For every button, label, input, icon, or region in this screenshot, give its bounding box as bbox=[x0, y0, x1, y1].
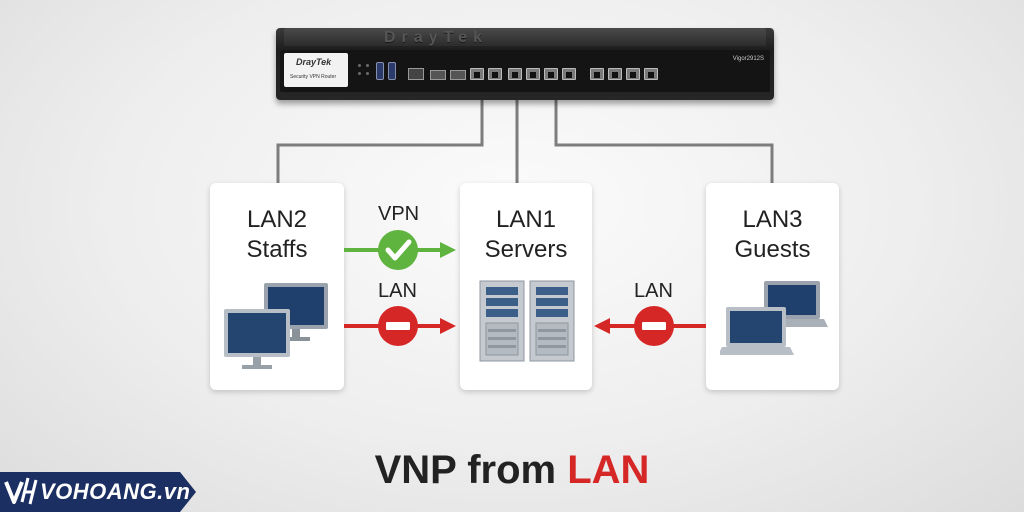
ethernet-port bbox=[608, 68, 622, 80]
wire-lan3 bbox=[554, 100, 774, 183]
zone-card-lan3: LAN3 Guests bbox=[706, 183, 839, 390]
router-model: Vigor2912S bbox=[732, 56, 764, 62]
console-port bbox=[408, 68, 424, 80]
usb-port bbox=[388, 62, 396, 80]
brand-badge[interactable]: VOHOANG.vn bbox=[0, 472, 196, 512]
zone-lan2-role: Staffs bbox=[246, 236, 308, 263]
status-led bbox=[358, 64, 361, 67]
ethernet-port bbox=[590, 68, 604, 80]
zone-lan2-name: LAN2 bbox=[246, 206, 308, 233]
server-towers-icon bbox=[479, 280, 575, 362]
lan3-blocked-arrow bbox=[594, 306, 706, 346]
ethernet-port bbox=[488, 68, 502, 80]
router-top-panel: DrayTek bbox=[284, 28, 766, 46]
ethernet-port bbox=[644, 68, 658, 80]
lan2-link-label: LAN bbox=[378, 280, 417, 302]
vh-logo-icon bbox=[4, 477, 38, 505]
status-led bbox=[358, 72, 361, 75]
zone-card-lan1: LAN1 Servers bbox=[460, 183, 592, 390]
zone-lan3-title: LAN3 Guests bbox=[706, 205, 839, 265]
ethernet-port bbox=[626, 68, 640, 80]
brand-text: VOHOANG.vn bbox=[40, 479, 191, 504]
zone-lan3-name: LAN3 bbox=[742, 206, 803, 233]
zone-card-lan2: LAN2 Staffs bbox=[210, 183, 344, 390]
router-brand: DrayTek bbox=[296, 57, 332, 67]
no-entry-icon bbox=[634, 306, 674, 346]
router-emboss-logo: DrayTek bbox=[384, 29, 488, 46]
lan3-link-label: LAN bbox=[634, 280, 673, 302]
diagram-title: VNP from LAN bbox=[0, 448, 1024, 493]
sfp-port bbox=[430, 70, 446, 80]
check-icon bbox=[378, 230, 418, 270]
router-label-plate: DrayTek Security VPN Router bbox=[284, 53, 348, 87]
ethernet-port bbox=[544, 68, 558, 80]
sfp-port bbox=[450, 70, 466, 80]
lan2-blocked-arrow bbox=[344, 306, 456, 346]
title-part-1: VNP from bbox=[374, 448, 557, 492]
laptops-icon bbox=[720, 281, 828, 355]
zone-lan1-role: Servers bbox=[484, 236, 568, 263]
zone-lan3-role: Guests bbox=[734, 236, 811, 263]
no-entry-icon bbox=[378, 306, 418, 346]
vpn-allowed-arrow bbox=[344, 230, 456, 270]
brand-badge-background bbox=[0, 472, 196, 512]
desktop-computers-icon bbox=[224, 283, 328, 369]
status-led bbox=[366, 72, 369, 75]
usb-port bbox=[376, 62, 384, 80]
status-led bbox=[366, 64, 369, 67]
vpn-link-label: VPN bbox=[378, 203, 420, 225]
zone-lan1-name: LAN1 bbox=[495, 206, 557, 233]
title-part-2: LAN bbox=[567, 448, 650, 492]
ethernet-port bbox=[562, 68, 576, 80]
zone-lan1-title: LAN1 Servers bbox=[460, 205, 592, 265]
ethernet-port bbox=[508, 68, 522, 80]
router: DrayTek DrayTek Security VPN Router Vigo… bbox=[276, 28, 774, 100]
zone-lan2-title: LAN2 Staffs bbox=[210, 205, 344, 265]
router-front-panel bbox=[280, 50, 770, 92]
ethernet-port bbox=[526, 68, 540, 80]
ethernet-port bbox=[470, 68, 484, 80]
wire-lan2 bbox=[276, 100, 484, 183]
router-subtitle: Security VPN Router bbox=[290, 74, 337, 80]
